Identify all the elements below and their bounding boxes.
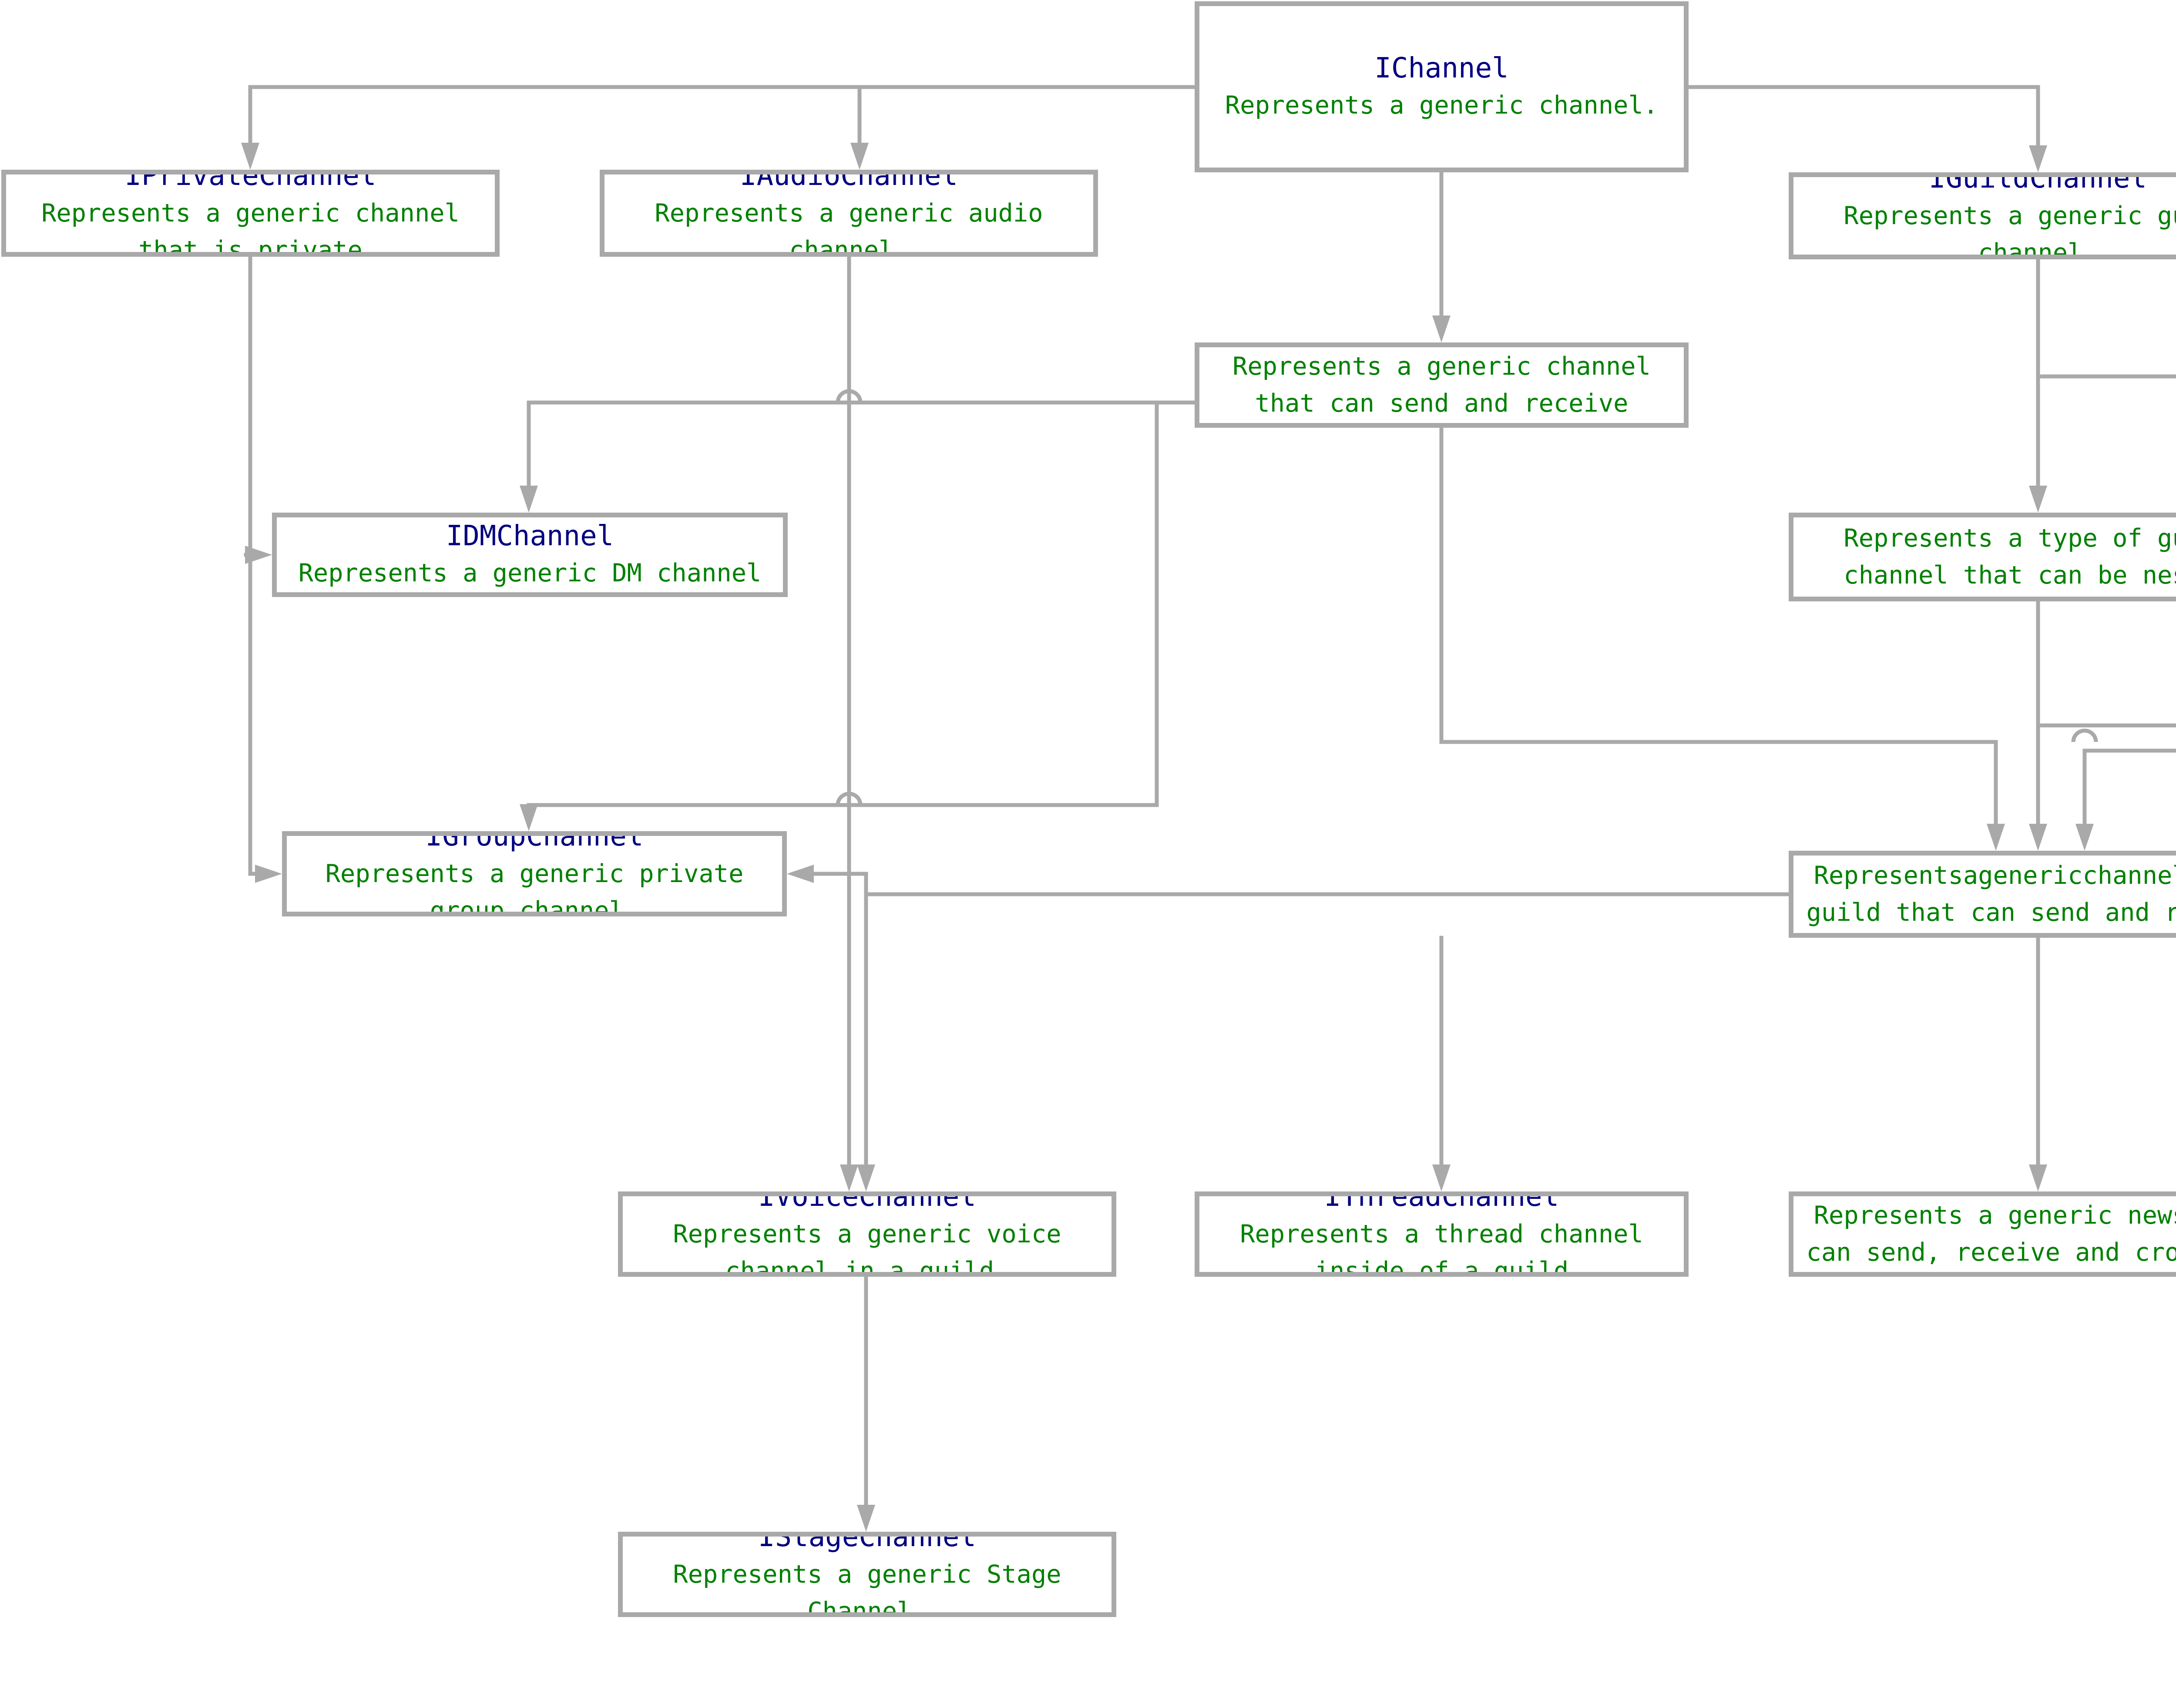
imessagechannel-to-itextchannel (1439, 426, 1998, 827)
inestedchannel-to-iforumchannel (2036, 723, 2176, 728)
node-title: IGuildChannel (1929, 172, 2147, 195)
arrow-itextchannel-top-c (2075, 824, 2094, 851)
node-description: Represents a generic DM channel (298, 559, 762, 588)
node-title: IPrivateChannel (124, 170, 376, 192)
node-title: IGroupChannel (425, 831, 644, 853)
arrow-idmchannel-top (520, 486, 538, 513)
node-description: Represents a generic channel that can se… (1232, 352, 1651, 418)
arrow-imessagechannel-top (1432, 315, 1451, 342)
node-description: Represents a generic news that can send,… (1806, 1201, 2176, 1267)
node-title: IAudioChannel (740, 170, 958, 192)
iguildchannel-to-iintegrationchannel (2036, 374, 2176, 379)
arrow-iprivatechannel-top (241, 143, 259, 170)
node-title: IThreadChannel (1324, 1191, 1559, 1213)
node-title: IChannel (1374, 52, 1509, 84)
ichannel-to-iprivatechannel (248, 85, 1197, 146)
node-imessagechannel[interactable]: IMessageChannelRepresents a generic chan… (1195, 342, 1689, 428)
arrow-ivoicechannel-top-a (840, 1164, 858, 1191)
imessagechannel-to-idmchannel (527, 400, 1197, 489)
arrow-itextchannel-top-a (1987, 824, 2005, 851)
iprivatechannel-to-idmchannel (244, 255, 252, 557)
arrow-istagechannel-top (857, 1505, 875, 1532)
node-title: IDMChannel (446, 520, 614, 553)
node-title: INestedChannel (1921, 517, 2155, 520)
iprivatechannel-to-igroupchannel (248, 553, 258, 876)
arrow-igroupchannel-left (255, 865, 282, 883)
node-title: IStageChannel (758, 1532, 976, 1554)
node-inestedchannel[interactable]: INestedChannelRepresents a type of guild… (1789, 513, 2176, 601)
node-description: Represents a generic channel that is pri… (41, 198, 460, 257)
hop-over-integration-line (2071, 728, 2098, 742)
imessagechannel-to-igroupchannel (527, 400, 1159, 807)
node-description: Represents a generic guild channel. (1844, 201, 2176, 259)
arrow-ithreadchannel-top (1432, 1164, 1451, 1191)
arrow-inestedchannel-top (2029, 486, 2047, 513)
node-title: IMessageChannel (1316, 347, 1568, 348)
node-description: Represents a type of guild channel that … (1844, 523, 2176, 590)
arrow-igroupchannel-top (520, 804, 538, 831)
node-description: Represents a generic Stage Channel. (673, 1560, 1061, 1617)
node-title: ITextChannel (1937, 856, 2138, 857)
node-description: Representsagenericchannel in a guild tha… (1806, 861, 2176, 927)
itextchannel-to-igroupchannel (812, 872, 1791, 896)
node-itextchannel[interactable]: ITextChannelRepresentsagenericchannel in… (1789, 851, 2176, 938)
node-description: Represents a generic voice channel in a … (673, 1219, 1061, 1277)
arrow-inewschannel-top (2029, 1164, 2047, 1191)
node-description: Represents a generic channel. (1225, 91, 1659, 120)
arrow-iguildchannel-top (2029, 145, 2047, 172)
node-title: IVoiceChannel (758, 1191, 976, 1213)
hop-over-audio-line-lower (836, 792, 863, 805)
node-description: Represents a generic audio channel. (655, 198, 1043, 257)
arrow-idmchannel-left (245, 546, 272, 564)
arrow-iaudiochannel-top (850, 143, 869, 170)
ichannel-to-iguildchannel (1686, 85, 2040, 148)
iintegrationchannel-to-itextchannel (2082, 748, 2176, 827)
arrow-igroupchannel-right (787, 865, 814, 883)
arrow-ivoicechannel-top-b (857, 1164, 875, 1191)
node-title: INewsChannel (1937, 1196, 2138, 1197)
hop-over-audio-line-upper (836, 389, 863, 403)
node-description: Represents a generic private group chann… (325, 859, 744, 916)
node-description: Represents a thread channel inside of a … (1240, 1219, 1643, 1277)
arrow-itextchannel-top-b (2029, 824, 2047, 851)
node-inewschannel[interactable]: INewsChannelRepresents a generic news th… (1789, 1191, 2176, 1277)
